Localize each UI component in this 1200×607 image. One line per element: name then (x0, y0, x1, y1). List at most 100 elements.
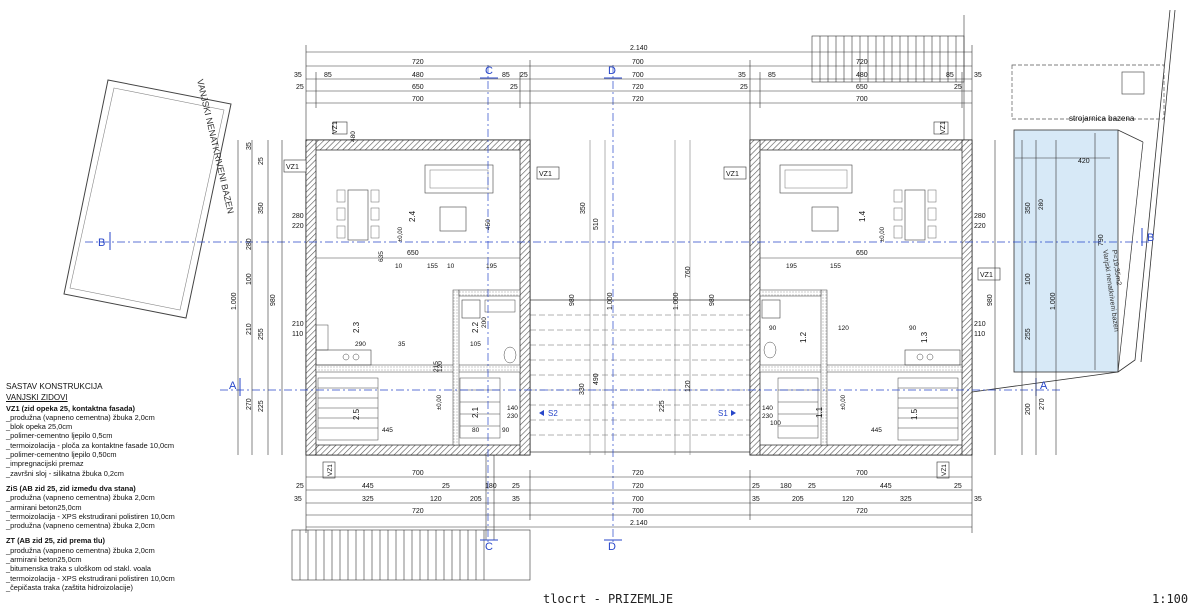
dim-25-d: 25 (740, 84, 748, 91)
pool-area-value: P=19,35m2 (1110, 249, 1122, 286)
dim-b-25e: 25 (808, 483, 816, 490)
dim-v-280-l: 280 (246, 238, 253, 250)
dim-25-e: 25 (954, 84, 962, 91)
dim-v-100-r: 100 (1025, 273, 1032, 285)
dim-chains-top (305, 45, 973, 140)
dim-85-a: 85 (324, 72, 332, 79)
room-1-2: 1.2 (799, 331, 808, 343)
dim-b-720e: 720 (856, 508, 868, 515)
dim-vert-right (994, 140, 1057, 455)
legend-vz1-line: _produžna (vapneno cementna) žbuka 2,0cm (6, 412, 155, 422)
dim-b-720c: 720 (632, 470, 644, 477)
pool-engine-label: strojarnica bazena (1069, 114, 1135, 123)
dim-650-a: 650 (412, 84, 424, 91)
dim-text-top: 2.140 720 700 720 35 85 480 85 25 700 35… (294, 45, 982, 103)
legend-vz1-line: _impregnacijski premaz (6, 459, 84, 469)
legend-zt-line: _produžna (vapneno cementna) žbuka 2,0cm (6, 545, 155, 555)
sheet-title: tlocrt - PRIZEMLJE (543, 592, 674, 606)
dim-c-760: 760 (685, 266, 692, 278)
dim-700-tc: 700 (632, 59, 644, 66)
dim-25-c: 25 (510, 84, 518, 91)
wall-tag-vz1-f: VZ1 (726, 171, 739, 178)
dim-v-220-l: 220 (292, 223, 304, 230)
dim-v-210-l: 210 (246, 323, 253, 335)
dim-total-bottom: 2.140 (630, 520, 648, 527)
dim-v-35-l: 35 (246, 142, 253, 150)
central-passage (529, 140, 751, 455)
dim-v-280b-l: 280 (292, 213, 304, 220)
stair-markers: S2 S1 (539, 409, 736, 418)
dim-l-290: 290 (355, 341, 366, 348)
stair-s2: S2 (548, 409, 558, 418)
dim-v-350-l: 350 (258, 202, 265, 214)
dim-vert-right-text: 1.000 980 350 100 255 200 270 210 110 28… (974, 202, 1057, 415)
dim-total-top: 2.140 (630, 45, 648, 52)
dim-b-35b: 35 (512, 496, 520, 503)
dim-v-210-r: 210 (974, 321, 986, 328)
dim-b-325b: 325 (900, 496, 912, 503)
terrace-stairs-bottom (291, 455, 531, 581)
dim-l-445: 445 (382, 427, 393, 434)
wall-tag-vz1-d: VZ1 (327, 464, 334, 476)
dim-v-1000-r: 1.000 (1050, 292, 1057, 310)
sheet-scale: 1:100 (1152, 592, 1189, 606)
dim-v-100-l: 100 (246, 273, 253, 285)
dim-b-25a: 25 (296, 483, 304, 490)
dim-c-120: 120 (685, 380, 692, 392)
room-2-5: 2.5 (352, 408, 361, 420)
dim-35-c: 35 (974, 72, 982, 79)
legend-zis-line: _produžna (vapneno cementna) žbuka 2,0cm (6, 521, 155, 531)
legend-zis-line: _armirani beton25,0cm (6, 502, 82, 512)
dim-l-635: 635 (378, 251, 385, 262)
wall-tag-vz1-g: VZ1 (980, 272, 993, 279)
dim-85-c: 85 (768, 72, 776, 79)
dim-v-255-r: 255 (1025, 328, 1032, 340)
dim-85-b: 85 (502, 72, 510, 79)
axis-c-bottom: C (485, 541, 493, 553)
dim-l-650: 650 (407, 250, 419, 257)
unit-2-plan: VZ1 VZ1 VZ1 VZ1 2.4 2.3 2.2 2.1 2.5 ±0,0… (283, 121, 560, 479)
dim-480-a: 480 (412, 72, 424, 79)
dim-vert-left (237, 140, 283, 455)
grid-axes (85, 65, 1150, 545)
legend-title: SASTAV KONSTRUKCIJA (6, 382, 103, 391)
dim-25-b: 25 (296, 84, 304, 91)
dim-b-720d: 720 (412, 508, 424, 515)
dim-r-140: 140 (762, 405, 773, 412)
dim-v-210b-l: 210 (292, 321, 304, 328)
room-2-3: 2.3 (352, 321, 361, 333)
dim-b-700e: 700 (632, 508, 644, 515)
dim-c-225: 225 (659, 400, 666, 412)
dim-v-350-r: 350 (1025, 202, 1032, 214)
dim-v-200-r: 200 (1025, 403, 1032, 415)
room-2-4: 2.4 (408, 210, 417, 222)
dim-l-35: 35 (398, 341, 406, 348)
dim-b-700c: 700 (632, 496, 644, 503)
dim-v-220-r: 220 (974, 223, 986, 230)
dim-650-b: 650 (856, 84, 868, 91)
dim-r-155: 155 (830, 263, 841, 270)
dim-r-280: 280 (1038, 199, 1045, 210)
outdoor-pool-right: strojarnica bazena Vanjski nenatkriveni … (971, 9, 1176, 393)
dim-l-120: 120 (437, 361, 444, 372)
dim-b-25b: 25 (442, 483, 450, 490)
dim-700-b: 700 (632, 72, 644, 79)
axis-a-right: A (1040, 380, 1048, 392)
dim-b-700a: 700 (412, 470, 424, 477)
dim-b-700b: 700 (856, 470, 868, 477)
wall-tag-vz1-e: VZ1 (940, 121, 947, 134)
dim-b-720a: 720 (632, 483, 644, 490)
terrace-stairs-top (811, 15, 965, 145)
dim-l-105: 105 (470, 341, 481, 348)
dim-r-230: 230 (762, 413, 773, 420)
legend-vz1-line: _blok opeka 25,0cm (6, 422, 73, 432)
dim-b-35d: 35 (974, 496, 982, 503)
dim-r-120: 120 (838, 325, 849, 332)
legend-vz1-line: _završni sloj - silikatna žbuka 0,2cm (6, 468, 124, 478)
dim-b-445b: 445 (880, 483, 892, 490)
outdoor-pool-label: VANJSKI NENATKRIVENI BAZEN (195, 78, 236, 214)
room-2-2: 2.2 (471, 321, 480, 333)
dim-b-325a: 325 (362, 496, 374, 503)
dim-r-445: 445 (871, 427, 882, 434)
room-1-4: 1.4 (858, 210, 867, 222)
